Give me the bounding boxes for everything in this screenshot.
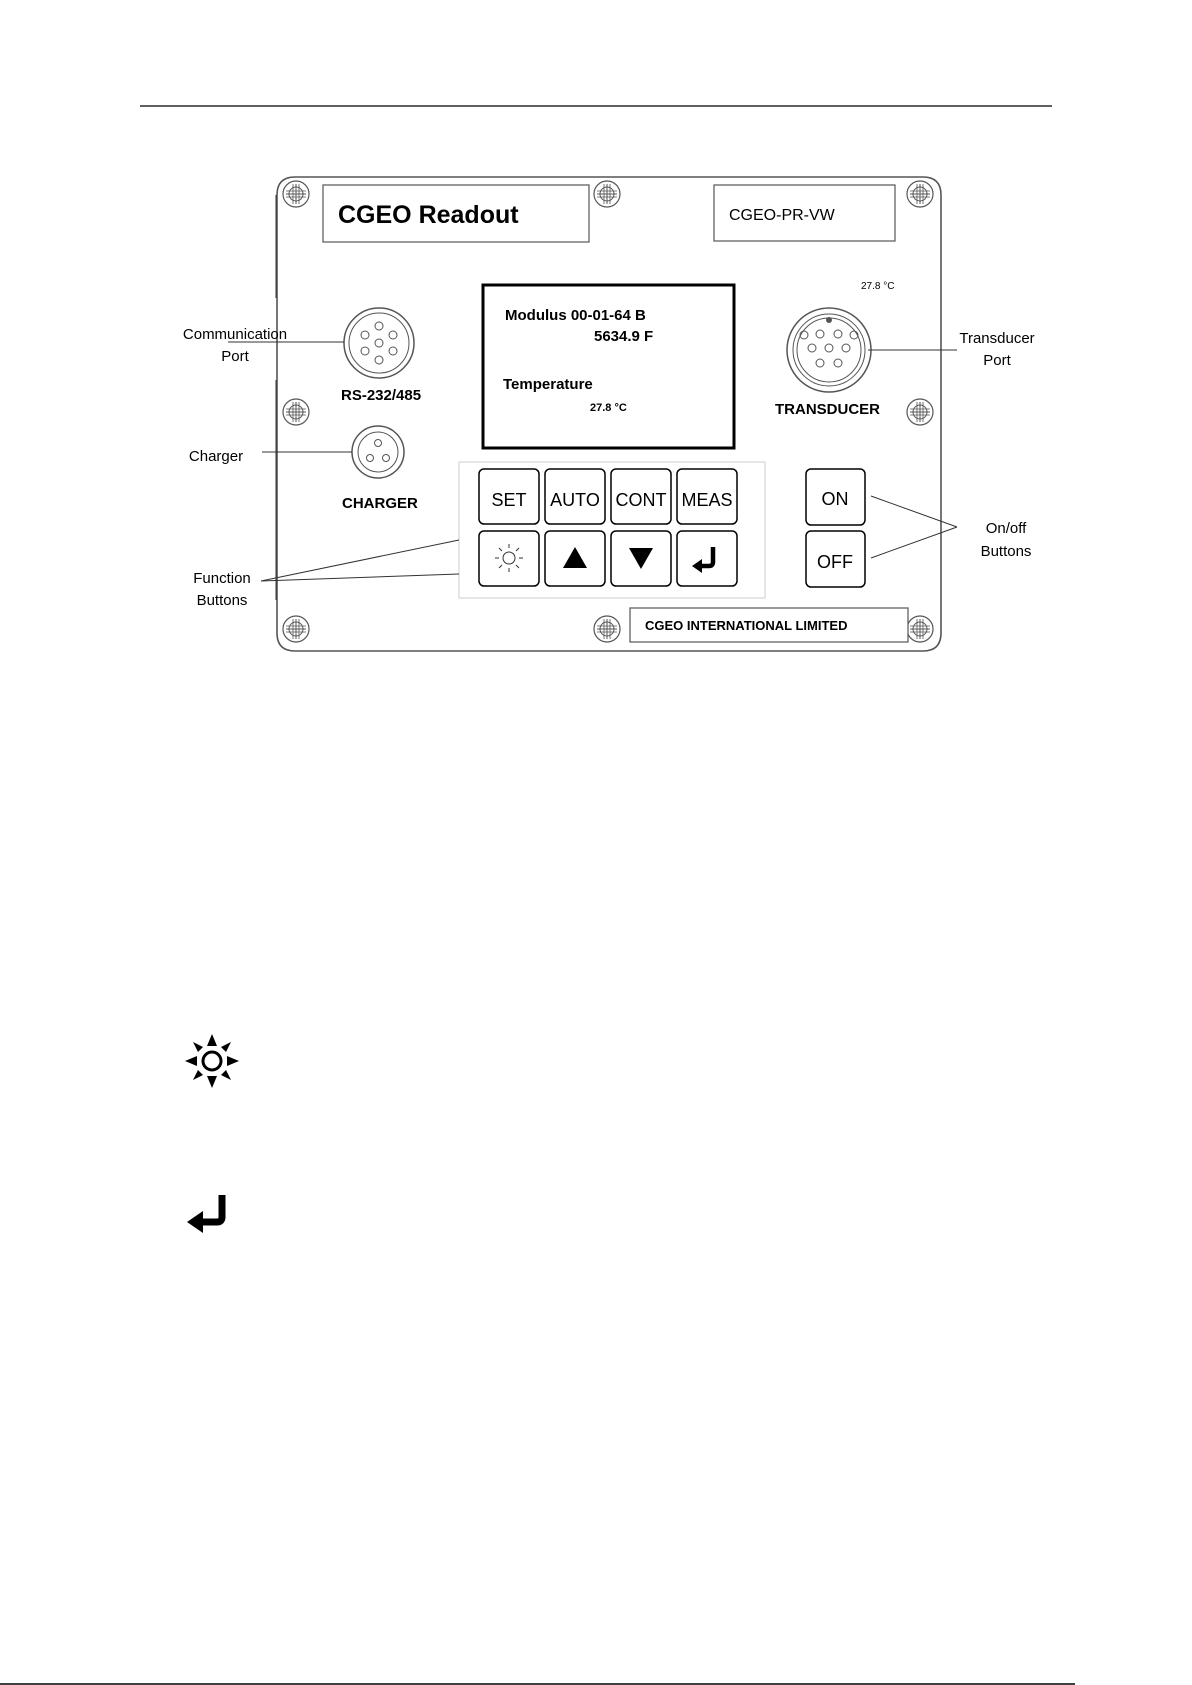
callout-func-1: Function bbox=[193, 570, 251, 587]
callout-trans-1: Transducer bbox=[959, 330, 1034, 347]
auto-button-label: AUTO bbox=[550, 490, 600, 510]
cont-button-label: CONT bbox=[616, 490, 667, 510]
cont-button[interactable]: CONT bbox=[611, 469, 671, 524]
display-line-1: Modulus 00-01-64 B bbox=[505, 307, 646, 324]
screw-icon bbox=[283, 616, 309, 642]
transducer-label: TRANSDUCER bbox=[775, 401, 880, 418]
screw-icon bbox=[907, 616, 933, 642]
off-button[interactable]: OFF bbox=[806, 531, 865, 587]
enter-arrow-icon bbox=[187, 1195, 222, 1233]
callout-comm-2: Port bbox=[221, 348, 249, 365]
screw-icon bbox=[283, 181, 309, 207]
on-button[interactable]: ON bbox=[806, 469, 865, 525]
screw-icon bbox=[907, 181, 933, 207]
transducer-temp: 27.8 °C bbox=[861, 281, 894, 292]
panel-title: CGEO Readout bbox=[338, 201, 519, 229]
model-label: CGEO-PR-VW bbox=[729, 207, 836, 224]
backlight-button[interactable] bbox=[479, 531, 539, 586]
callout-comm-1: Communication bbox=[183, 326, 287, 343]
callout-func-2: Buttons bbox=[197, 592, 248, 609]
callout-onoff-1: On/off bbox=[986, 520, 1027, 537]
company-label: CGEO INTERNATIONAL LIMITED bbox=[645, 618, 847, 633]
down-button[interactable] bbox=[611, 531, 671, 586]
screw-icon bbox=[594, 616, 620, 642]
up-button[interactable] bbox=[545, 531, 605, 586]
charger-label: CHARGER bbox=[342, 495, 418, 512]
callout-trans-2: Port bbox=[983, 352, 1011, 369]
screw-icon bbox=[594, 181, 620, 207]
rs232-label: RS-232/485 bbox=[341, 387, 421, 404]
on-button-label: ON bbox=[822, 489, 849, 509]
rs232-port[interactable] bbox=[344, 308, 414, 378]
auto-button[interactable]: AUTO bbox=[545, 469, 605, 524]
charger-port[interactable] bbox=[352, 426, 404, 478]
set-button[interactable]: SET bbox=[479, 469, 539, 524]
screw-icon bbox=[283, 399, 309, 425]
set-button-label: SET bbox=[491, 490, 526, 510]
screw-icon bbox=[907, 399, 933, 425]
display-line-2: 5634.9 F bbox=[594, 328, 653, 345]
off-button-label: OFF bbox=[817, 552, 853, 572]
enter-button[interactable] bbox=[677, 531, 737, 586]
callout-onoff-2: Buttons bbox=[981, 543, 1032, 560]
transducer-port[interactable] bbox=[787, 308, 871, 392]
sun-icon bbox=[185, 1034, 239, 1088]
callout-charger: Charger bbox=[189, 448, 243, 465]
display-line-3: Temperature bbox=[503, 376, 593, 393]
display-line-4: 27.8 °C bbox=[590, 402, 627, 414]
meas-button[interactable]: MEAS bbox=[677, 469, 737, 524]
meas-button-label: MEAS bbox=[681, 490, 732, 510]
